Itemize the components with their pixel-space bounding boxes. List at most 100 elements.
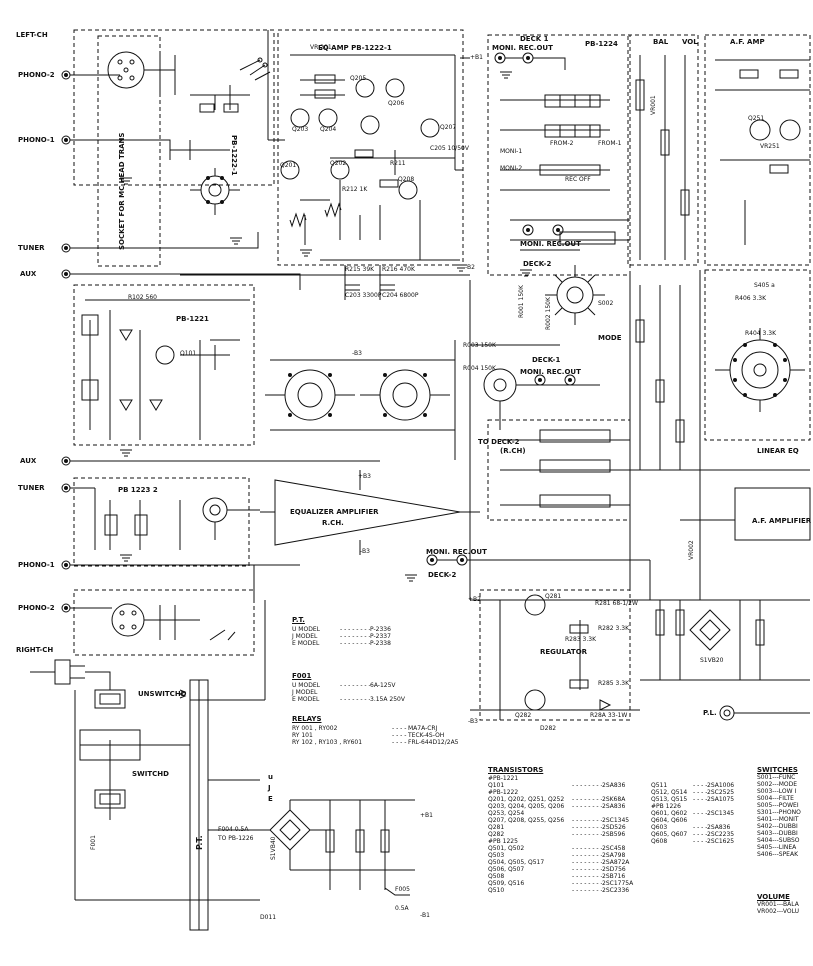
table-row: E MODEL- - - - - - - - - - - - - - - - -… <box>292 696 482 703</box>
row-model: Q508 <box>488 873 505 880</box>
table-row: Q511- - - - - - - - - - - - - - - - -2SA… <box>651 782 746 789</box>
d282-label: D282 <box>540 725 557 732</box>
leader-dashes <box>693 817 707 824</box>
pb1222-1-label: PB-1222-1 <box>230 135 238 176</box>
row-model: Q603 <box>651 824 668 831</box>
phono1-top-label: PHONO-1 <box>18 136 55 144</box>
left-ch-label: LEFT-CH <box>16 31 48 39</box>
row-model: Q510 <box>488 887 505 894</box>
r282-label: R282 3.3K <box>598 625 630 632</box>
row-part: P-2337 <box>370 633 391 640</box>
q204-label: Q204 <box>320 126 337 133</box>
table-row: J MODEL <box>292 689 482 696</box>
q202-label: Q202 <box>330 160 347 167</box>
leader-dashes: - - - - - - - - - - - - - - - - - <box>572 817 602 824</box>
vol-label: VOL <box>682 38 698 46</box>
phono2-bottom-label: PHONO-2 <box>18 604 55 612</box>
af-amplifier-label: A.F. AMPLIFIER <box>752 517 812 525</box>
b1-psu-label: +B1 <box>420 812 433 819</box>
b3n-bot-label: -B3 <box>360 548 370 555</box>
list-item: S005---POWEI <box>757 802 799 809</box>
row-model: Q203, Q204, Q205, Q206 <box>488 803 565 810</box>
s405a-label: S405 a <box>754 282 775 289</box>
table-row: Q281- - - - - - - - - - - - - - - - -2SD… <box>488 824 648 831</box>
b1n-psu-label: -B1 <box>420 912 430 919</box>
table-row: Q506, Q507- - - - - - - - - - - - - - - … <box>488 866 648 873</box>
row-part: FRL-644D12/2A5 <box>408 739 459 746</box>
table-row: #PB-1222 <box>488 789 648 796</box>
fuse-rows: U MODEL - - - - - - - - - - - - - - - - -… <box>292 682 482 703</box>
pb1223-label: PB 1223 2 <box>118 486 158 494</box>
row-model: Q281 <box>488 824 505 831</box>
row-part: 2SD526 <box>602 824 626 831</box>
moni-rec-bottom-label: MONI. REC.OUT <box>426 548 487 556</box>
table-row: Q504, Q505, Q517- - - - - - - - - - - - … <box>488 859 648 866</box>
table-row: U MODEL- - - - - - - - - - - - - - - - -… <box>292 626 482 633</box>
list-item: VR001---BALA <box>757 901 799 908</box>
relay-rows: RY 001 , RY002- - - - - - - - - - - - - … <box>292 725 492 746</box>
mode-label: MODE <box>598 334 622 342</box>
table-row: Q282- - - - - - - - - - - - - - - - -2SB… <box>488 831 648 838</box>
q281-label: Q281 <box>545 593 562 600</box>
row-model: Q101 <box>488 782 505 789</box>
r281-label: R281 68-1/2W <box>595 600 638 607</box>
unswitchd-label: UNSWITCHD <box>138 690 187 698</box>
leader-dashes <box>572 789 602 796</box>
row-model: Q512, Q514 <box>651 789 688 796</box>
leader-dashes: - - - - - - - - - - - - - - - - - <box>693 831 707 838</box>
row-model: Q511 <box>651 782 668 789</box>
row-part: 2SC2525 <box>707 789 735 796</box>
table-row: Q201, Q202, Q251, Q252- - - - - - - - - … <box>488 796 648 803</box>
leader-dashes: - - - - - - - - - - - - - - - - - <box>572 852 602 859</box>
tuner-top-label: TUNER <box>18 244 45 252</box>
table-row: Q509, Q516- - - - - - - - - - - - - - - … <box>488 880 648 887</box>
row-part: 2SA836 <box>602 803 626 810</box>
q207-label: Q207 <box>440 124 457 131</box>
leader-dashes: - - - - - - - - - - - - - - - - - <box>340 626 370 633</box>
row-model: #PB-1222 <box>488 789 519 796</box>
leader-dashes: - - - - - - - - - - - - - - - - - <box>572 859 602 866</box>
tuner-bottom-label: TUNER <box>18 484 45 492</box>
leader-dashes: - - - - - - - - - - - - - - - - - <box>572 887 602 894</box>
row-model: Q253, Q254 <box>488 810 525 817</box>
table-row: J MODEL- - - - - - - - - - - - - - - - -… <box>292 633 482 640</box>
row-model: Q501, Q502 <box>488 845 525 852</box>
list-item: S401---MONIT <box>757 816 799 823</box>
row-model: J MODEL <box>292 633 318 640</box>
fuse-heading: F001 <box>292 672 312 680</box>
table-row: #PB-1221 <box>488 775 648 782</box>
table-row: RY 101- - - - - - - - - - - - - - - - -T… <box>292 732 492 739</box>
r-ch2-label: R.CH. <box>322 519 344 527</box>
leader-dashes: - - - - - - - - - - - - - - - - - <box>340 696 370 703</box>
r406-label: R406 3.3K <box>735 295 767 302</box>
aux-bottom-label: AUX <box>20 457 37 465</box>
list-item: S301---PHONO <box>757 809 801 816</box>
table-row: Q605, Q607- - - - - - - - - - - - - - - … <box>651 831 746 838</box>
row-part: 6A-125V <box>370 682 396 689</box>
transistor-col2-rows: Q511- - - - - - - - - - - - - - - - -2SA… <box>651 782 746 845</box>
list-item: S003---LOW I <box>757 788 797 795</box>
table-row: E MODEL- - - - - - - - - - - - - - - - -… <box>292 640 482 647</box>
row-part: P-2336 <box>370 626 391 633</box>
row-part: P-2338 <box>370 640 391 647</box>
leader-dashes: - - - - - - - - - - - - - - - - - <box>340 682 370 689</box>
transistor-table-col2: Q511- - - - - - - - - - - - - - - - -2SA… <box>651 782 746 845</box>
row-model: Q506, Q507 <box>488 866 525 873</box>
row-model: Q513, Q515 <box>651 796 688 803</box>
d011-label: D011 <box>260 914 277 921</box>
r215-label: R215 39K <box>345 266 375 273</box>
c203-label: C203 3300P <box>345 292 382 299</box>
leader-dashes <box>693 803 707 810</box>
b3-bot-label: +B3 <box>358 473 371 480</box>
row-model: #PB 1226 <box>651 803 681 810</box>
relays-heading: RELAYS <box>292 715 322 723</box>
row-model: U MODEL <box>292 682 320 689</box>
aux-top-label: AUX <box>20 270 37 278</box>
moni-rec-mid-label: MONI. REC.OUT <box>520 240 581 248</box>
r285-label: R285 3.3K <box>598 680 630 687</box>
r212-label: R212 1K <box>342 186 368 193</box>
leader-dashes: - - - - - - - - - - - - - - - - - <box>693 838 707 845</box>
leader-dashes: - - - - - - - - - - - - - - - - - <box>572 831 602 838</box>
table-row: Q608- - - - - - - - - - - - - - - - -2SC… <box>651 838 746 845</box>
